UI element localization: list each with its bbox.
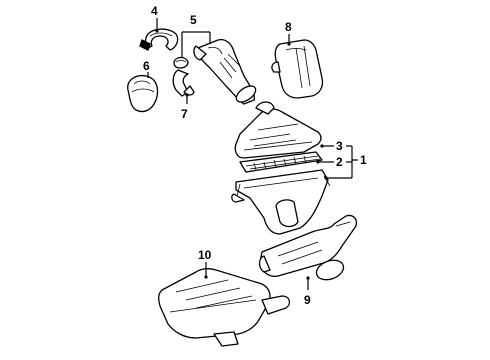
small-hose-part-7[interactable] xyxy=(172,69,195,97)
callout-6: 6 xyxy=(143,59,150,73)
hose-clamp-part-4[interactable] xyxy=(139,28,179,51)
air-cleaner-cover-part-3[interactable] xyxy=(234,101,322,159)
callout-4: 4 xyxy=(151,4,158,18)
intake-duct-part-5[interactable] xyxy=(193,38,259,106)
callout-7: 7 xyxy=(181,107,188,121)
callout-10: 10 xyxy=(198,248,212,262)
callout-9: 9 xyxy=(304,293,311,307)
callout-1: 1 xyxy=(360,153,367,167)
resonator-part-8[interactable] xyxy=(271,39,324,99)
rubber-boot-part-6[interactable] xyxy=(127,74,159,113)
callout-5: 5 xyxy=(190,13,197,27)
intake-duct-part-9[interactable] xyxy=(258,214,358,283)
callout-8: 8 xyxy=(285,20,292,34)
small-clamp[interactable] xyxy=(173,56,189,69)
callout-3: 3 xyxy=(336,139,343,153)
resonator-box-part-10[interactable] xyxy=(158,268,291,347)
callout-2: 2 xyxy=(336,155,343,169)
air-cleaner-case-part-1[interactable] xyxy=(231,169,331,235)
air-filter-element-part-2[interactable] xyxy=(239,151,323,173)
